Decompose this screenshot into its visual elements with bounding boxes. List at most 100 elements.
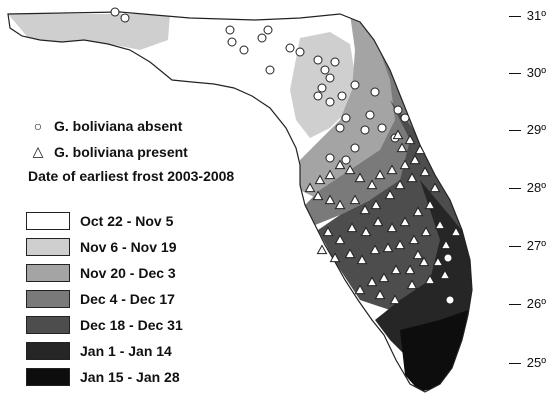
site-present-2 — [404, 134, 416, 145]
lat-25: 25º — [508, 355, 546, 370]
site-absent-20 — [341, 113, 351, 123]
lat-30: 30º — [508, 65, 546, 80]
swatch-6 — [26, 368, 70, 386]
site-absent-28 — [325, 153, 335, 163]
lat-31: 31º — [508, 8, 546, 23]
site-present-45 — [440, 239, 452, 250]
legend-class-4: Dec 18 - Dec 31 — [26, 316, 183, 334]
site-present-22 — [394, 179, 406, 190]
site-present-33 — [334, 234, 346, 245]
site-absent-15 — [325, 97, 335, 107]
site-present-29 — [386, 222, 398, 233]
site-absent-8 — [295, 47, 305, 57]
site-present-7 — [374, 169, 386, 180]
site-absent-9 — [313, 55, 323, 65]
site-present-51 — [366, 276, 378, 287]
swatch-3 — [26, 290, 70, 308]
site-absent-27 — [350, 143, 360, 153]
site-present-36 — [329, 252, 341, 263]
site-present-28 — [399, 216, 411, 227]
site-present-41 — [394, 239, 406, 250]
site-present-26 — [424, 199, 436, 210]
site-present-0 — [392, 129, 404, 140]
zone-dec18-dec31 — [318, 100, 470, 310]
site-present-35 — [316, 244, 328, 255]
site-absent-3 — [227, 37, 237, 47]
site-absent-21 — [335, 123, 345, 133]
site-present-15 — [312, 190, 324, 201]
legend-class-0: Oct 22 - Nov 5 — [26, 212, 173, 230]
legend-class-5: Jan 1 - Jan 14 — [26, 342, 172, 360]
circle-icon: ○ — [33, 118, 43, 134]
lat-29: 29º — [508, 122, 546, 137]
site-present-44 — [434, 219, 446, 230]
site-absent-14 — [313, 91, 323, 101]
site-present-46 — [432, 256, 444, 267]
site-absent-22 — [360, 125, 370, 135]
site-present-25 — [429, 182, 441, 193]
site-absent-31 — [445, 295, 455, 305]
florida-outline — [7, 11, 473, 393]
site-present-21 — [384, 189, 396, 200]
site-present-30 — [372, 216, 384, 227]
site-present-13 — [314, 174, 326, 185]
site-present-18 — [349, 194, 361, 205]
site-present-40 — [382, 242, 394, 253]
site-absent-2 — [225, 25, 235, 35]
site-present-58 — [412, 249, 424, 260]
site-absent-5 — [263, 25, 273, 35]
site-absent-4 — [257, 33, 267, 43]
site-absent-32 — [443, 253, 453, 263]
site-present-8 — [366, 179, 378, 190]
site-markers — [110, 7, 462, 305]
legend-class-6: Jan 15 - Jan 28 — [26, 368, 180, 386]
site-present-53 — [374, 289, 386, 300]
site-absent-29 — [341, 155, 351, 165]
legend-title: Date of earliest frost 2003-2008 — [28, 168, 235, 184]
swatch-4 — [26, 316, 70, 334]
site-present-27 — [412, 206, 424, 217]
site-present-47 — [418, 256, 430, 267]
site-present-1 — [396, 142, 408, 153]
site-present-49 — [390, 264, 402, 275]
swatch-5 — [26, 342, 70, 360]
lat-26: 26º — [508, 296, 546, 311]
site-absent-10 — [320, 65, 330, 75]
legend-class-3: Dec 4 - Dec 17 — [26, 290, 175, 308]
swatch-0 — [26, 212, 70, 230]
legend-absent: ○ G. boliviana absent — [30, 118, 183, 134]
site-absent-17 — [350, 80, 360, 90]
site-absent-30 — [265, 65, 275, 75]
site-present-32 — [346, 222, 358, 233]
site-present-4 — [409, 154, 421, 165]
site-present-20 — [370, 199, 382, 210]
site-absent-19 — [365, 110, 375, 120]
zone-panhandle-nov6 — [8, 14, 170, 50]
site-present-48 — [404, 264, 416, 275]
site-present-6 — [386, 164, 398, 175]
triangle-icon: △ — [32, 143, 44, 159]
lat-28: 28º — [508, 180, 546, 195]
site-present-23 — [406, 172, 418, 183]
site-present-50 — [378, 272, 390, 283]
swatch-2 — [26, 264, 70, 282]
site-present-55 — [406, 279, 418, 290]
site-present-3 — [414, 144, 426, 155]
site-present-19 — [359, 204, 371, 215]
site-absent-25 — [400, 113, 410, 123]
site-absent-24 — [393, 105, 403, 115]
site-present-54 — [389, 294, 401, 305]
site-present-31 — [360, 226, 372, 237]
lat-27: 27º — [508, 238, 546, 253]
site-present-17 — [334, 199, 346, 210]
site-present-38 — [356, 254, 368, 265]
site-present-52 — [354, 284, 366, 295]
site-absent-16 — [337, 91, 347, 101]
site-present-16 — [324, 194, 336, 205]
site-present-11 — [334, 159, 346, 170]
site-absent-0 — [110, 7, 120, 17]
site-absent-12 — [325, 73, 335, 83]
legend-class-2: Nov 20 - Dec 3 — [26, 264, 176, 282]
